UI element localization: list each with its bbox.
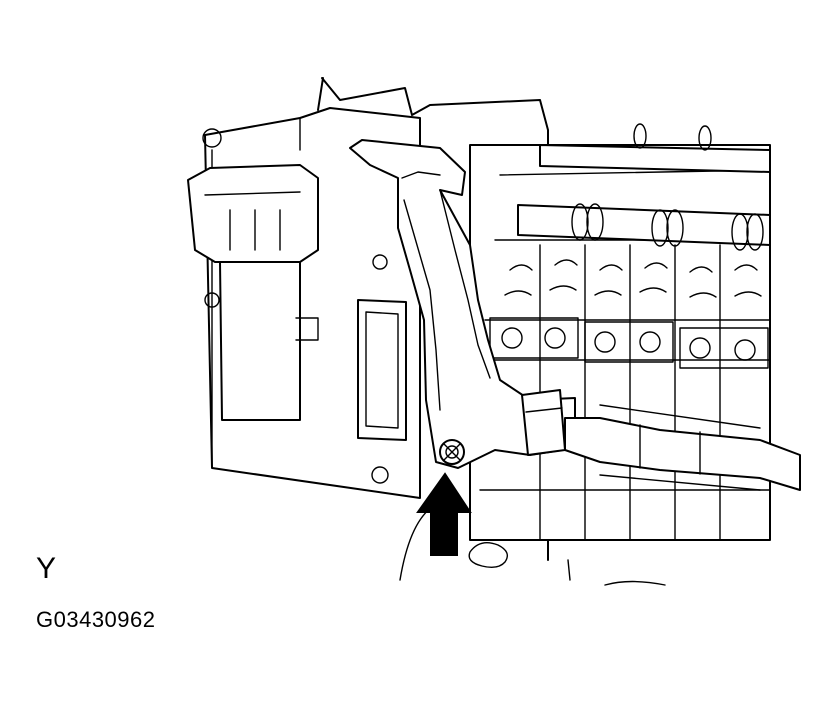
fuse-clips (504, 259, 762, 298)
mounting-bolt (439, 439, 465, 465)
tubes (517, 123, 771, 251)
housing-slot (357, 299, 407, 441)
left-connector (187, 164, 319, 421)
figure-code: G03430962 (36, 607, 156, 632)
pointer-arrow (416, 472, 472, 556)
fuse-block (469, 144, 771, 541)
cable (564, 404, 801, 491)
view-letter: Y (36, 552, 57, 585)
terminal-bolts (489, 317, 769, 369)
